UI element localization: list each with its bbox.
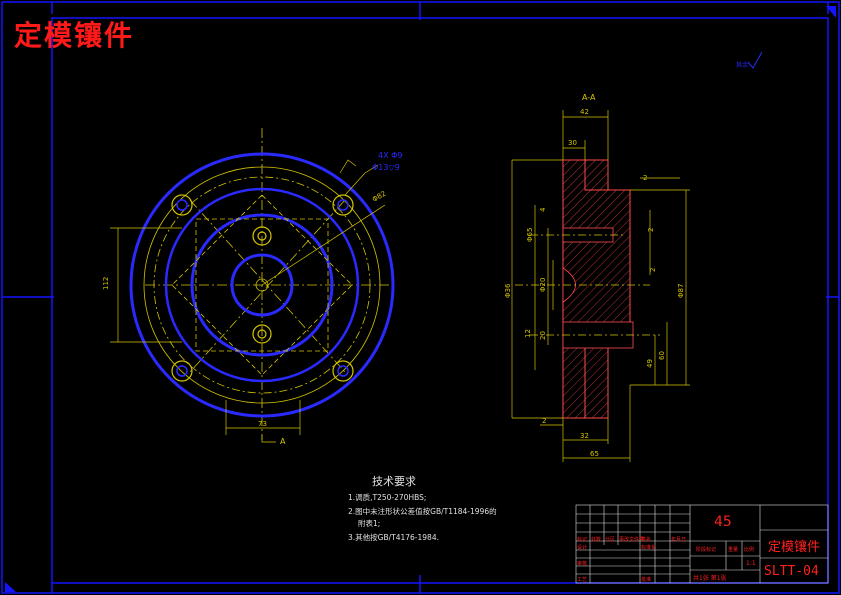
- title-block-material: 45: [714, 514, 732, 530]
- tb-hdr-1: 标记: [577, 537, 588, 543]
- front-view: [110, 128, 395, 443]
- section-view: [511, 110, 690, 462]
- tb-hdr-5: 签名: [641, 537, 652, 543]
- dim-s-r87: Φ87: [677, 284, 685, 298]
- dim-s-d65: Φ65: [526, 228, 534, 242]
- tech-line-1: 1.调质,T250-270HBS;: [348, 493, 427, 502]
- dim-112: 112: [102, 277, 110, 290]
- title-block-scale-label: 比例: [744, 547, 755, 553]
- title-block-scale: 1:1: [746, 560, 756, 567]
- surface-finish-icon: [747, 51, 763, 69]
- tb-hdr-6: 年月日: [671, 537, 687, 543]
- tb-row-designer: 设计: [577, 545, 588, 551]
- dim-s-2a: 2: [643, 174, 647, 182]
- dim-73: 73: [258, 420, 267, 428]
- dim-pcd: Φ82: [371, 190, 387, 204]
- dim-s-2b: 2: [647, 228, 655, 232]
- surface-symbol-label: 其余: [736, 61, 748, 69]
- hole-note-2: Φ13▽9: [372, 163, 400, 172]
- dim-s-30: 30: [568, 139, 577, 147]
- section-label: A-A: [582, 93, 596, 102]
- title-block-sheet-info: 共1张 第1张: [693, 575, 727, 582]
- dim-s-2d: 2: [542, 417, 546, 425]
- inner-frame: [51, 17, 829, 584]
- tech-line-2: 2.图中未注形状公差值按GB/T1184-1996的: [348, 507, 497, 516]
- drawing-title: 定模镶件: [14, 19, 135, 52]
- dim-s-49: 49: [646, 359, 654, 368]
- dim-s-4: 4: [539, 207, 547, 212]
- title-block: [575, 504, 829, 584]
- tech-requirements-heading: 技术要求: [372, 475, 416, 488]
- dim-s-42: 42: [580, 108, 589, 116]
- tech-line-3: 附表1;: [358, 519, 381, 528]
- dim-s-65: 65: [590, 450, 599, 458]
- dim-s-60: 60: [658, 351, 666, 360]
- tech-line-4: 3.其他按GB/T4176-1984.: [348, 533, 439, 542]
- tb-row-std: 标准化: [641, 545, 657, 551]
- tb-hdr-3: 分区: [605, 537, 616, 543]
- dim-s-12: 12: [524, 329, 532, 338]
- title-block-drawing-no: SLTT-04: [764, 564, 819, 579]
- tb-row-review: 审核: [577, 561, 588, 567]
- tb-row-process: 工艺: [577, 577, 588, 583]
- tb-hdr-2: 处数: [591, 537, 602, 543]
- tb-row-approve: 批准: [641, 577, 652, 583]
- tb-hdr-4: 更改文件号: [619, 537, 645, 543]
- hole-note-1: 4X Φ9: [378, 151, 403, 160]
- dim-s-d20: Φ20: [539, 278, 547, 292]
- dim-s-d36: Φ36: [504, 283, 512, 298]
- title-block-weight-label: 重量: [728, 547, 739, 553]
- corner-marker: [5, 582, 16, 592]
- corner-marker: [826, 6, 836, 18]
- title-block-stage-label: 阶段标记: [696, 547, 717, 553]
- dim-s-2c: 2: [649, 268, 657, 272]
- title-block-part-name: 定模镶件: [768, 540, 821, 555]
- view-arrow-label: A: [280, 437, 286, 446]
- dim-s-32: 32: [580, 432, 589, 440]
- dim-s-20: 20: [539, 331, 547, 340]
